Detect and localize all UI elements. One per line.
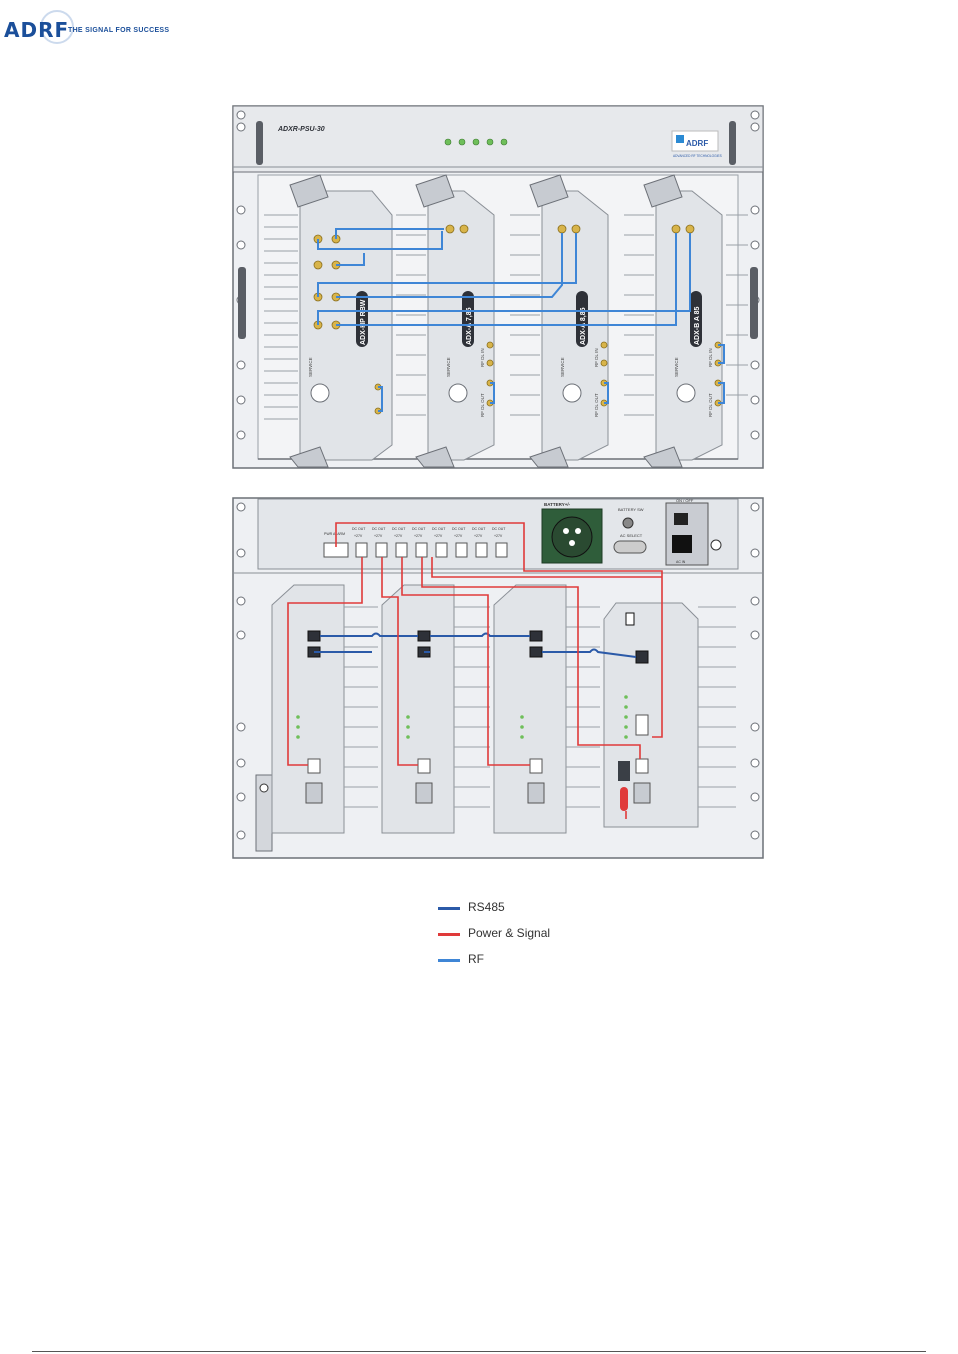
battery-label: BATTERY+/- — [544, 502, 571, 507]
power-signal-cables — [287, 522, 663, 819]
dc-out-volts-6: +27V — [454, 534, 463, 538]
port-label-m4-1: RF DL IN — [708, 348, 713, 367]
adrf-logo: ADRF THE SIGNAL FOR SUCCESS — [0, 8, 200, 44]
legend-swatch-power-signal — [438, 933, 460, 936]
legend-label-power-signal: Power & Signal — [468, 926, 551, 940]
service-label-1: SERVICE — [308, 357, 313, 377]
logo-text: ADRF — [4, 18, 70, 42]
heatsink-fins — [264, 214, 748, 420]
rack-ear-holes — [236, 110, 760, 440]
module-clamps — [289, 174, 683, 468]
dc-out-volts-2: +27V — [374, 534, 383, 538]
logo-ring-icon — [40, 10, 74, 44]
dc-out-label-2: DC OUT — [372, 527, 386, 531]
port-label-m2-0: RF DL OUT — [480, 393, 485, 417]
dc-out-volts-4: +27V — [414, 534, 423, 538]
cable-legend: RS485 Power & Signal RF — [438, 900, 638, 978]
dc-out-volts-1: +27V — [354, 534, 363, 538]
svg-text:ADX-B A 85: ADX-B A 85 — [694, 307, 701, 345]
logo-tagline: THE SIGNAL FOR SUCCESS — [68, 27, 170, 34]
port-label-m3-1: RF DL IN — [594, 348, 599, 367]
dc-out-volts-5: +27V — [434, 534, 443, 538]
battery-sw-label: BATTERY SW — [618, 507, 644, 512]
service-port-dials — [310, 383, 696, 403]
module-model-text: ADX-HP RBW ADX-A 7,85 ADX-A 8,85 ADX-B A… — [360, 299, 701, 345]
dc-out-label-1: DC OUT — [352, 527, 366, 531]
bottom-rack-diagram: PWR ALARM DC OUT DC OUT DC OUT DC OUT DC… — [232, 497, 764, 859]
pwr-alarm-label: PWR ALARM — [324, 532, 345, 536]
power-module-cards — [271, 584, 699, 834]
dc-out-volts-7: +27V — [474, 534, 483, 538]
psu-status-leds — [444, 138, 508, 146]
dc-out-label-6: DC OUT — [452, 527, 466, 531]
rack-ear-holes — [236, 502, 760, 840]
dc-out-label-8: DC OUT — [492, 527, 506, 531]
port-label-m2-1: RF DL IN — [480, 348, 485, 367]
service-label-4: SERVICE — [674, 357, 679, 377]
ac-in-label: AC IN — [676, 560, 686, 564]
rf-cables — [317, 228, 725, 412]
port-label-m3-0: RF DL OUT — [594, 393, 599, 417]
dc-out-volts-3: +27V — [394, 534, 403, 538]
on-off-label: ON / OFF — [676, 498, 694, 503]
legend-item-rs485: RS485 — [438, 900, 638, 926]
legend-item-rf: RF — [438, 952, 638, 978]
module-leds — [296, 695, 628, 739]
legend-item-power-signal: Power & Signal — [438, 926, 638, 952]
dc-out-label-4: DC OUT — [412, 527, 426, 531]
dc-out-volts-8: +27V — [494, 534, 503, 538]
service-label-2: SERVICE — [446, 357, 451, 377]
svg-text:ADX-A 7,85: ADX-A 7,85 — [466, 307, 473, 345]
psu-brand-label: ADRF — [686, 139, 708, 148]
legend-label-rs485: RS485 — [468, 900, 505, 914]
dc-out-label-5: DC OUT — [432, 527, 446, 531]
psu-brand-sub: ADVANCED RF TECHNOLOGIES — [673, 154, 722, 158]
dc-out-label-7: DC OUT — [472, 527, 486, 531]
dc-out-connectors — [323, 542, 508, 558]
heatsink-fins — [344, 606, 736, 808]
module-model-badges — [356, 291, 702, 347]
svg-text:ADX-HP RBW: ADX-HP RBW — [360, 299, 367, 345]
footer-rule — [32, 1351, 926, 1352]
port-label-m4-0: RF DL OUT — [708, 393, 713, 417]
module-switches — [305, 782, 651, 804]
legend-label-rf: RF — [468, 952, 484, 966]
power-connectors — [307, 714, 649, 774]
service-label-3: SERVICE — [560, 357, 565, 377]
legend-swatch-rs485 — [438, 907, 460, 910]
svg-text:ADX-A 8,85: ADX-A 8,85 — [580, 307, 587, 345]
ac-select-label: AC SELECT — [620, 533, 643, 538]
rs485-cables — [314, 632, 637, 658]
dc-out-label-3: DC OUT — [392, 527, 406, 531]
psu-model-label: ADXR-PSU-30 — [277, 126, 325, 133]
top-rack-diagram: ADX-HP RBW ADX-A 7,85 ADX-A 8,85 ADX-B A… — [232, 105, 764, 469]
legend-swatch-rf — [438, 959, 460, 962]
